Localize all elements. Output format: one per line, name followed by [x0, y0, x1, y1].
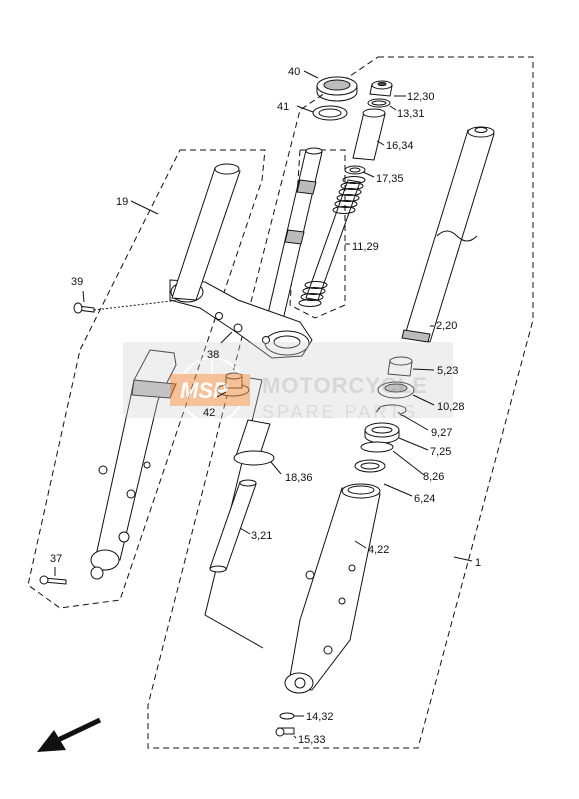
label-2-20: 2,20: [436, 320, 457, 332]
cap-bolt: [369, 80, 393, 97]
label-38: 38: [207, 349, 219, 361]
watermark: MSP MOTORCYCLE SPARE PARTS: [123, 342, 453, 423]
label-6-24: 6,24: [414, 493, 435, 505]
label-16-34: 16,34: [386, 140, 414, 152]
spring-seat-washer: [344, 165, 366, 175]
damper-rod: [209, 479, 257, 573]
label-37: 37: [50, 553, 62, 565]
label-3-21: 3,21: [251, 530, 272, 542]
assembly-outline-right: [147, 56, 534, 749]
watermark-subtitle: SPARE PARTS: [262, 402, 418, 422]
label-40: 40: [288, 66, 300, 78]
label-39: 39: [71, 276, 83, 288]
leader-lines: [54, 70, 473, 739]
watermark-title: MOTORCYCLE: [262, 373, 428, 398]
lower-bracket: [169, 279, 313, 359]
drain-bolt: [275, 727, 295, 737]
label-11-29: 11,29: [352, 241, 379, 253]
label-8-26: 8,26: [423, 471, 444, 483]
label-14-32: 14,32: [306, 711, 334, 723]
fork-spring: [298, 176, 366, 307]
label-9-27: 9,27: [431, 427, 452, 439]
label-18-36: 18,36: [285, 472, 313, 484]
label-17-35: 17,35: [376, 173, 404, 185]
oil-seal: [377, 381, 415, 399]
callout-labels: 40 41 12,30 13,31 16,34 17,35 19 11,29 3…: [50, 66, 481, 746]
guide-bushing: [354, 459, 386, 473]
label-12-30: 12,30: [407, 91, 435, 103]
pinch-bolt-39: [73, 299, 181, 314]
watermark-logo-text: MSP: [180, 378, 228, 403]
label-13-31: 13,31: [397, 108, 425, 120]
washer-8-26: [360, 441, 394, 453]
label-41: 41: [277, 101, 289, 113]
label-15-33: 15,33: [298, 734, 326, 746]
gasket-14-32: [279, 712, 295, 720]
outer-tube-bottom: [284, 483, 381, 694]
arrow-down-left-icon: [37, 717, 102, 752]
fork-collar: [387, 356, 413, 377]
label-7-25: 7,25: [430, 446, 451, 458]
assembly-outline-left: [27, 149, 266, 609]
watermark-logo: [170, 374, 250, 406]
damper-rod-sleeve: [233, 419, 275, 466]
label-1: 1: [475, 557, 481, 569]
circlip: [375, 404, 407, 417]
o-ring-cap: [367, 98, 391, 108]
bearing-race: [316, 76, 358, 102]
label-42: 42: [203, 407, 215, 419]
axle-pinch-bolt: [39, 575, 67, 585]
dust-seal-upper: [312, 105, 348, 121]
spacer-pipe: [352, 108, 386, 161]
seal-spacer: [364, 422, 400, 444]
label-19: 19: [116, 196, 128, 208]
label-5-23: 5,23: [437, 365, 458, 377]
label-10-28: 10,28: [437, 401, 465, 413]
outer-tube-right: [401, 126, 495, 343]
label-4-22: 4,22: [368, 544, 389, 556]
